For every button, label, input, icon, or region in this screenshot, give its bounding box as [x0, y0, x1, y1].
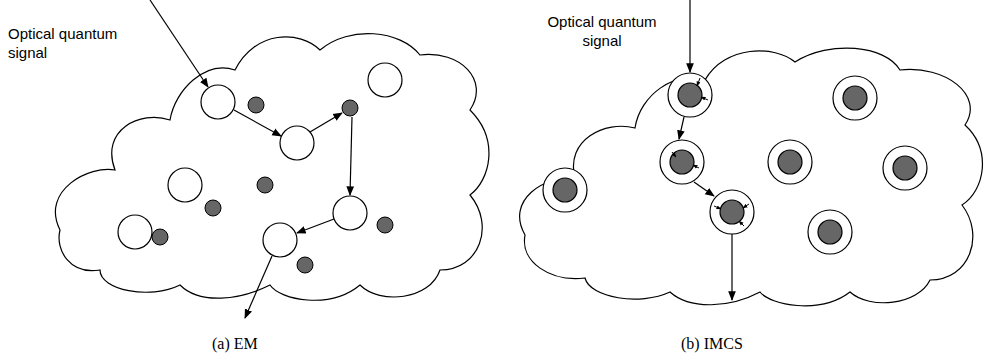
exit-arrow: [731, 234, 732, 300]
core-particle: [778, 150, 802, 174]
particle-dots: [152, 97, 393, 273]
coating-shell: [668, 73, 712, 117]
coating-shell: [833, 76, 877, 120]
panel-caption: (b) IMCS: [681, 334, 743, 354]
reflection-arrow: [693, 165, 699, 168]
core-particle: [843, 86, 867, 110]
particle-dot: [297, 257, 313, 273]
scatter-arrow: [350, 117, 352, 195]
transmission-path: [679, 0, 732, 300]
void-circles: [118, 63, 402, 257]
signal-arrow: [150, 0, 208, 87]
scatter-arrow: [310, 113, 342, 132]
signal-label: Optical quantum signal: [8, 24, 133, 62]
particle-dot: [248, 97, 264, 113]
exit-arrow: [245, 256, 272, 318]
reflection-arrow: [697, 78, 700, 86]
void-circle: [118, 215, 152, 249]
medium-cloud: [520, 48, 983, 306]
particle-dot: [377, 217, 393, 233]
core-particle: [678, 83, 702, 107]
reflection-arrow: [739, 221, 744, 226]
coating-shell: [768, 140, 812, 184]
scatter-arrow: [297, 219, 334, 233]
signal-label: Optical quantum signal: [537, 12, 667, 50]
reflection-arrow: [701, 97, 708, 100]
core-particle: [720, 200, 744, 224]
scatter-path: [150, 0, 352, 318]
coated-particles: [543, 73, 927, 254]
scatter-arrow: [234, 110, 281, 136]
reflection-arrow: [714, 206, 721, 209]
coating-shell: [808, 210, 852, 254]
reflection-arrow: [672, 152, 676, 157]
core-particle: [893, 156, 917, 180]
core-particle: [818, 220, 842, 244]
coating-shell: [543, 168, 587, 212]
void-circle: [168, 168, 202, 202]
reflection-arrow: [743, 204, 749, 208]
coating-shell: [883, 146, 927, 190]
transfer-arrow: [694, 182, 714, 196]
core-particle: [670, 150, 694, 174]
medium-cloud: [55, 34, 489, 301]
panel-caption: (a) EM: [212, 334, 258, 354]
void-circle: [263, 223, 297, 257]
core-particle: [553, 178, 577, 202]
signal-arrow: [689, 0, 690, 72]
coating-shell: [660, 140, 704, 184]
transfer-arrow: [679, 117, 684, 139]
particle-dot: [205, 200, 221, 216]
particle-dot: [152, 229, 168, 245]
particle-dot: [342, 100, 358, 116]
particle-dot: [257, 177, 273, 193]
internal-reflections: [672, 78, 749, 226]
void-circle: [280, 126, 314, 160]
void-circle: [201, 85, 235, 119]
void-circle: [333, 196, 367, 230]
void-circle: [368, 63, 402, 97]
coating-shell: [710, 190, 754, 234]
